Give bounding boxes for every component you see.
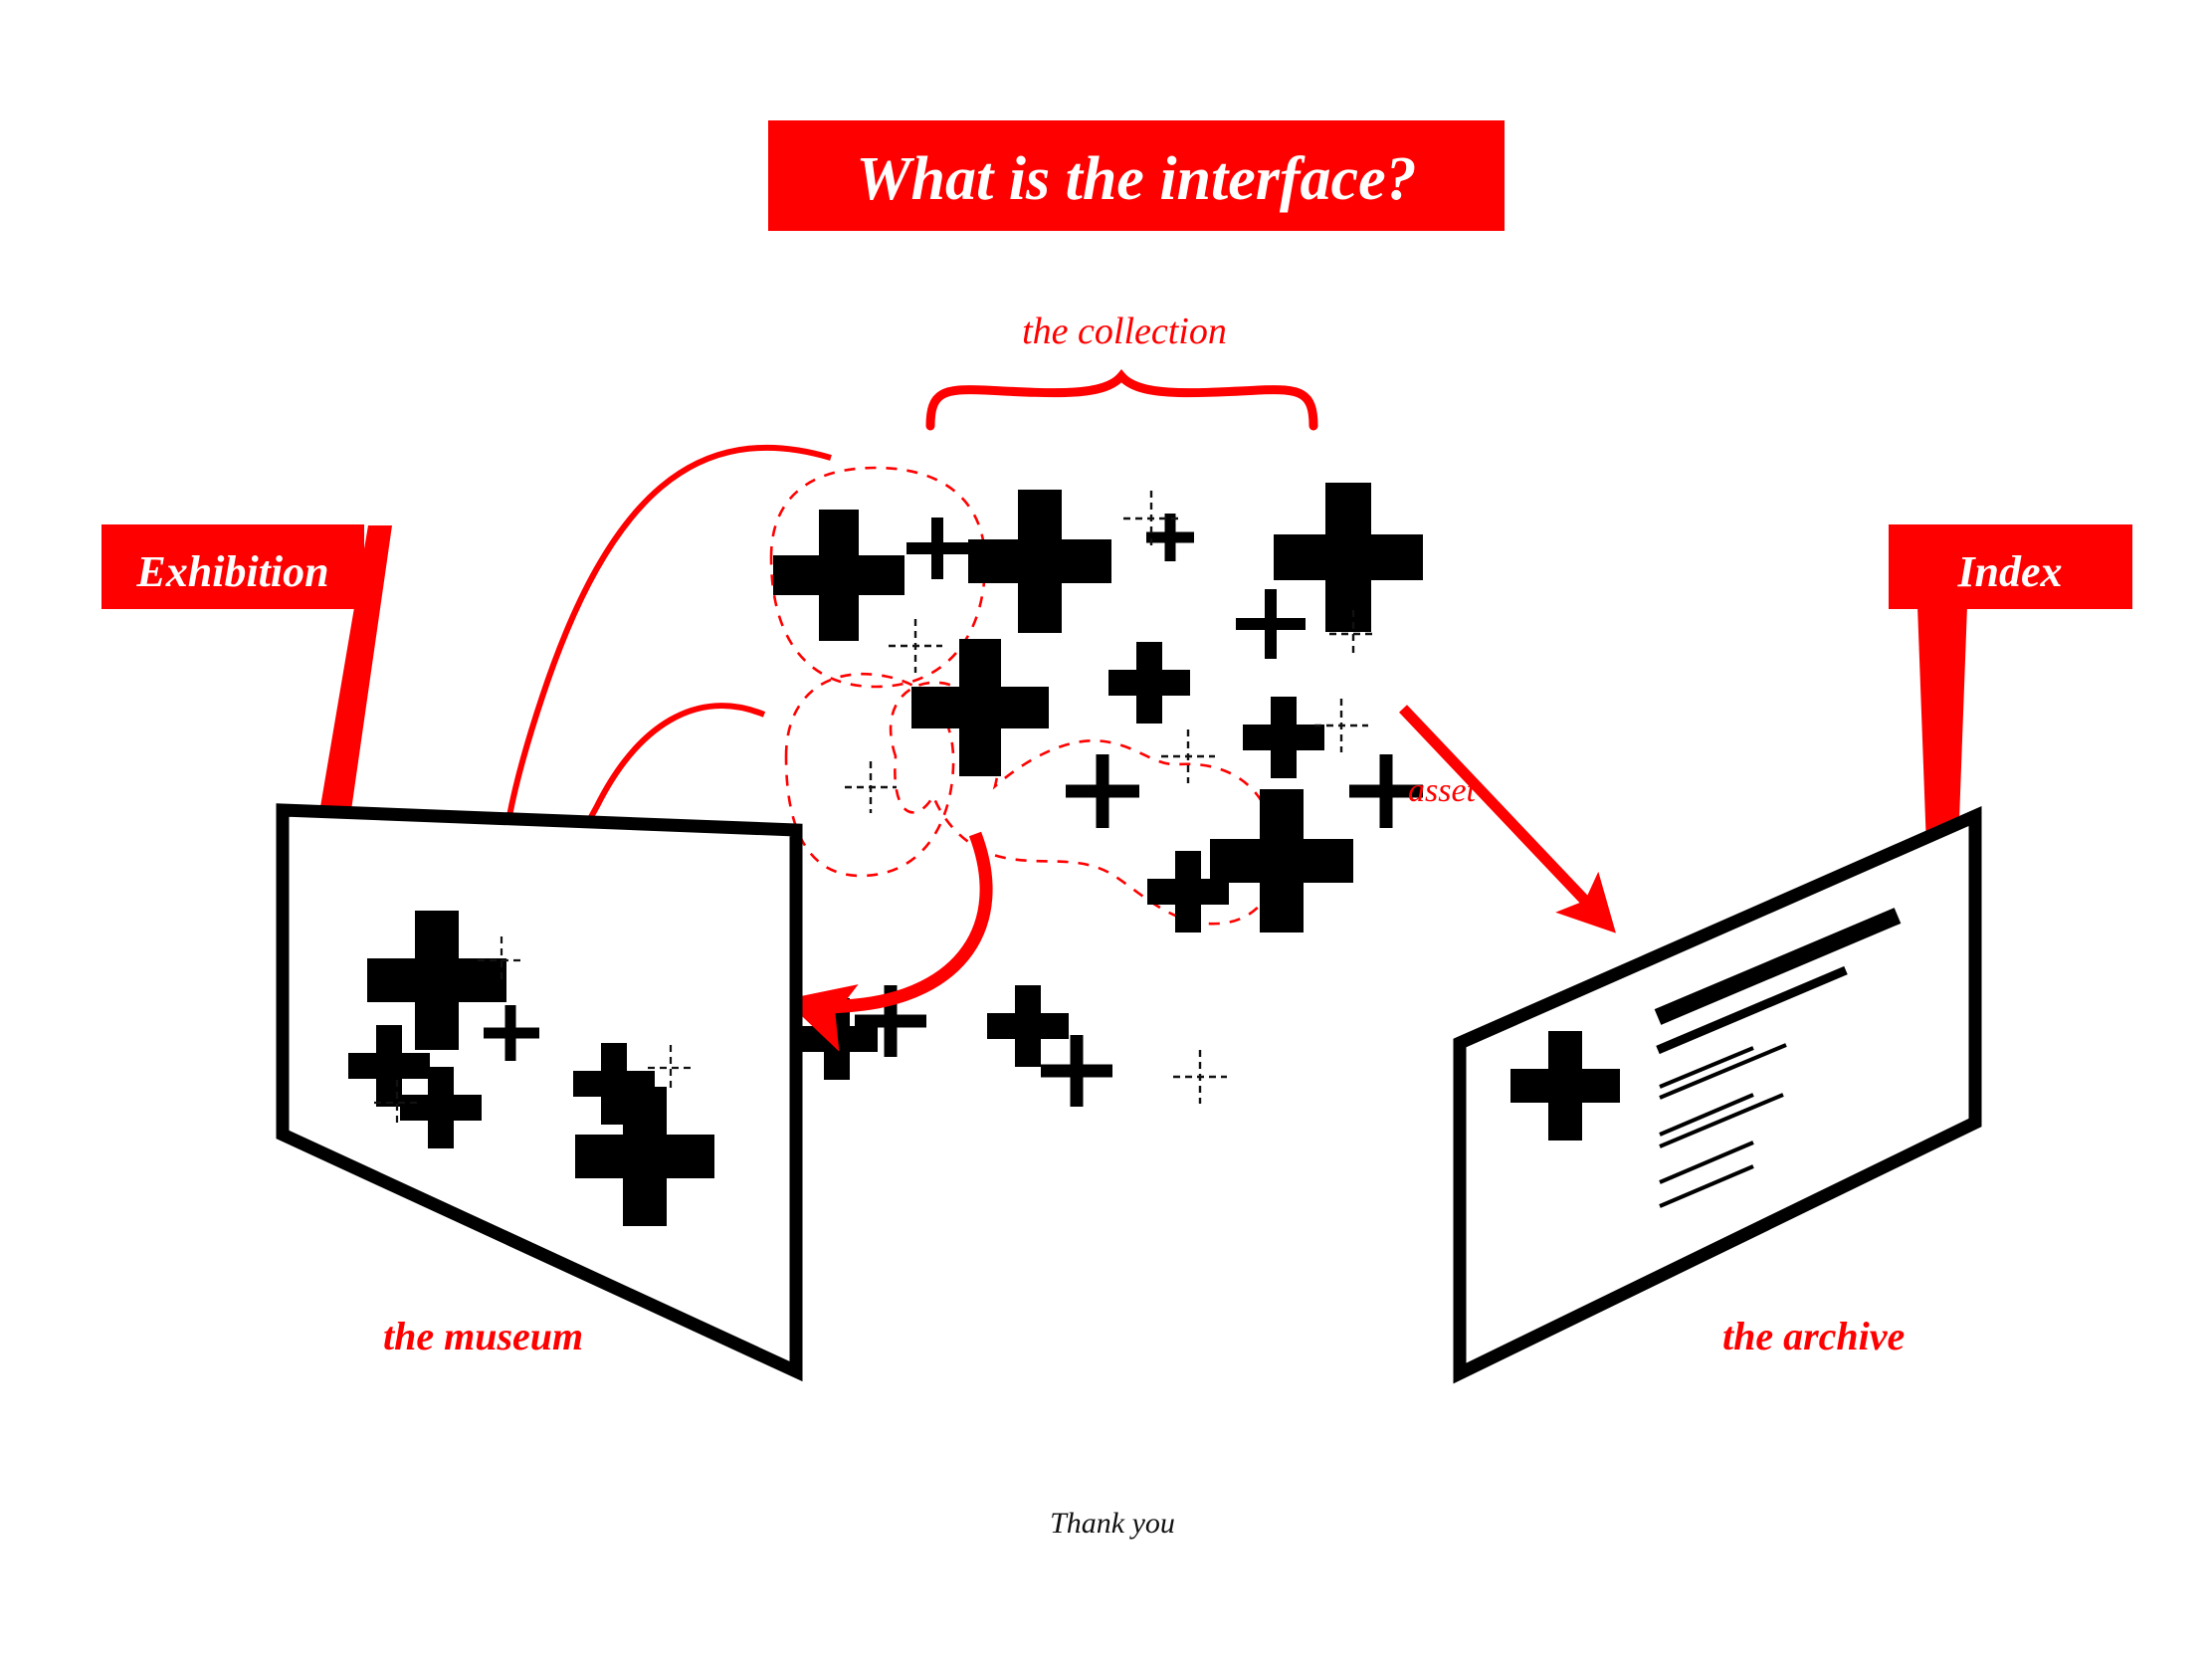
archive-record [1510, 908, 1902, 1208]
exhibition-callout-label: Exhibition [135, 547, 328, 596]
collection-annotation: the collection [925, 311, 1318, 431]
museum-exhibits [348, 911, 714, 1226]
marker-cross-large [773, 510, 905, 641]
collection-label: the collection [1022, 311, 1227, 352]
archive-record-line [1659, 1141, 1754, 1184]
museum-cross-hairline [478, 936, 525, 984]
archive-record-line-subtitle [1656, 965, 1848, 1055]
archive-record-line [1659, 1046, 1754, 1089]
museum-cross-medium [348, 1025, 430, 1107]
marker-cross-hairline [889, 619, 942, 673]
collection-brace [925, 369, 1318, 431]
marker-cross-large [968, 490, 1111, 633]
collection-markers [773, 483, 1423, 1107]
museum-cross-hairline [374, 1080, 420, 1126]
marker-cross-thin [1236, 589, 1306, 659]
arrow-collection-to-museum-3 [784, 831, 993, 1052]
archive-cross [1510, 1031, 1620, 1141]
exhibition-callout-background [101, 524, 364, 609]
museum-cross-medium [400, 1067, 482, 1148]
marker-cross-thin [1041, 1035, 1112, 1107]
museum-cross-large [367, 911, 506, 1050]
marker-cross-thin [1146, 514, 1194, 561]
archive-caption: the archive [1722, 1314, 1905, 1358]
marker-cross-large [911, 639, 1049, 776]
footer-thank-you: Thank you [1050, 1507, 1175, 1540]
index-callout-background [1889, 524, 2132, 609]
marker-cross-thin [1066, 754, 1139, 828]
marker-cross-large [1274, 483, 1423, 632]
marker-cross-thin [1349, 754, 1423, 828]
index-callout-label: Index [1956, 547, 2062, 596]
marker-cross-medium [987, 985, 1069, 1067]
marker-cross-hairline [1161, 729, 1215, 783]
archive-record-lines [1654, 908, 1902, 1208]
title-banner-label: What is the interface? [856, 145, 1416, 213]
museum-cross-large [575, 1087, 714, 1226]
panel-museum[interactable]: the museum [276, 803, 803, 1382]
museum-caption: the museum [383, 1314, 583, 1358]
title-banner-background [768, 120, 1505, 231]
marker-cross-hairline [1329, 610, 1377, 658]
archive-record-line [1659, 1043, 1787, 1100]
callout-index[interactable]: Index [1889, 524, 2132, 901]
marker-cross-hairline [845, 761, 897, 813]
archive-record-line [1659, 1164, 1754, 1208]
index-pointer [1914, 525, 1970, 901]
archive-panel-frame [1453, 806, 1982, 1384]
marker-cross-hairline [1314, 699, 1368, 752]
marker-cross-medium [1147, 851, 1229, 933]
marker-cross-hairline [1123, 491, 1179, 546]
lasso-group-2 [784, 672, 955, 878]
archive-record-line [1659, 1093, 1784, 1148]
museum-panel-frame [276, 803, 803, 1382]
marker-cross-hairline [1173, 1050, 1227, 1104]
archive-record-line [1659, 1093, 1754, 1137]
arrow-collection-to-archive [1399, 705, 1616, 933]
archive-record-line-title [1654, 908, 1902, 1025]
marker-cross-large [1210, 789, 1353, 933]
panel-archive[interactable]: the archive [1453, 806, 1982, 1384]
marker-cross-medium [1108, 642, 1190, 724]
museum-cross-thin [484, 1005, 539, 1061]
museum-cross-hairline [648, 1045, 694, 1091]
title-banner: What is the interface? [768, 120, 1505, 231]
museum-cross-medium [573, 1043, 655, 1125]
marker-cross-medium [1243, 697, 1324, 778]
marker-cross-thin [906, 518, 968, 579]
